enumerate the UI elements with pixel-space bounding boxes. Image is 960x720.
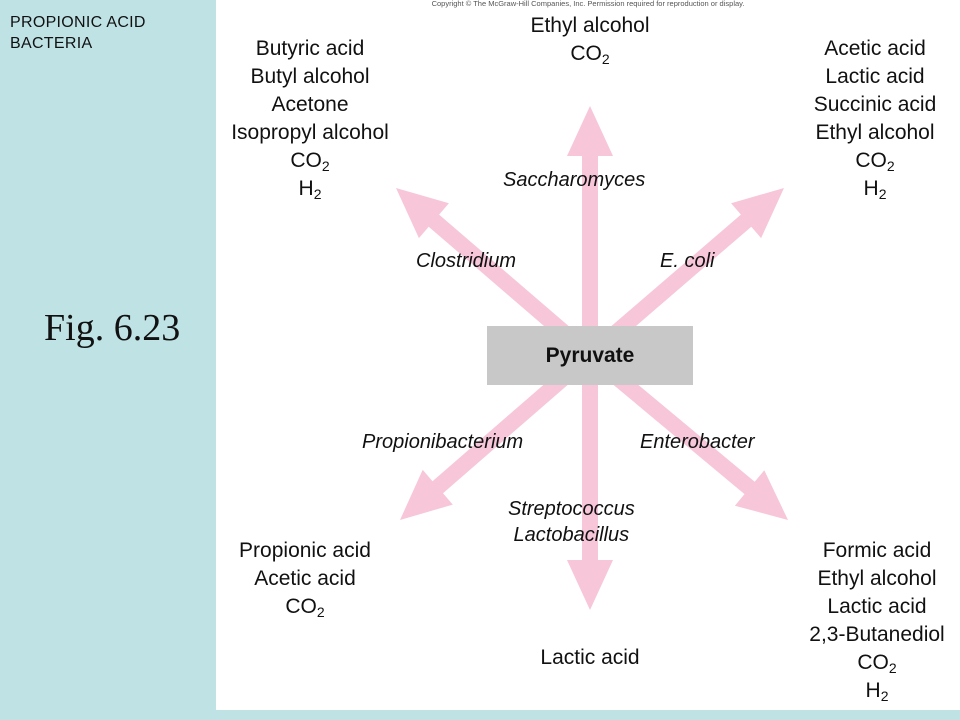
- product-item: Acetone: [271, 93, 349, 116]
- product-subscript: 2: [878, 186, 887, 202]
- product-subscript: 2: [886, 158, 895, 174]
- pathway-arrows: [396, 106, 788, 610]
- arrow-group: [396, 106, 788, 610]
- product-subscript: 2: [321, 158, 330, 174]
- product-item: Ethyl alcohol: [530, 14, 650, 37]
- organism-bottom-line1: Streptococcus: [508, 498, 635, 520]
- product-item: 2,3-Butanediol: [809, 623, 945, 646]
- product-item: Acetic acid: [254, 567, 356, 590]
- arrow-lower-left: [400, 349, 596, 520]
- arrow-lower-right: [584, 348, 788, 520]
- arrow-upper-right: [584, 188, 784, 362]
- product-subscript: 2: [880, 688, 889, 704]
- product-subscript: 2: [601, 51, 610, 67]
- product-item: Isopropyl alcohol: [231, 121, 389, 144]
- center-label: Pyruvate: [545, 343, 635, 367]
- product-item: Succinic acid: [813, 93, 937, 116]
- product-item: Lactic acid: [825, 65, 925, 88]
- product-item: CO2: [290, 149, 330, 174]
- diagram-panel: Copyright © The McGraw-Hill Companies, I…: [216, 0, 960, 710]
- products-bottom: Lactic acid: [512, 644, 668, 672]
- product-item: Formic acid: [822, 539, 932, 562]
- product-item: Propionic acid: [239, 539, 371, 562]
- arrow-up: [567, 106, 613, 355]
- pyruvate-box: Pyruvate: [487, 326, 693, 385]
- organism-lower-left: Propionibacterium: [362, 431, 524, 453]
- copyright-notice: Copyright © The McGraw-Hill Companies, I…: [431, 0, 745, 8]
- product-item: Butyric acid: [255, 37, 365, 60]
- corner-label-line2: BACTERIA: [10, 35, 93, 52]
- organism-bottom: Streptococcus Lactobacillus: [508, 496, 635, 548]
- product-item: Butyl alcohol: [250, 65, 370, 88]
- product-item: Lactic acid: [540, 646, 640, 669]
- arrow-upper-left: [396, 188, 596, 362]
- figure-label: Fig. 6.23: [44, 307, 181, 349]
- organism-bottom-line2: Lactobacillus: [513, 524, 630, 546]
- organism-lower-right: Enterobacter: [640, 431, 755, 453]
- product-item: H2: [863, 177, 887, 202]
- arrow-down: [567, 355, 613, 610]
- corner-label: PROPIONIC ACID BACTERIA: [10, 12, 146, 54]
- organism-top: Saccharomyces: [503, 169, 646, 191]
- product-item: Ethyl alcohol: [817, 567, 937, 590]
- product-subscript: 2: [888, 660, 897, 676]
- product-item: CO2: [855, 149, 895, 174]
- product-subscript: 2: [316, 604, 325, 620]
- product-item: CO2: [285, 595, 325, 620]
- product-item: Lactic acid: [827, 595, 927, 618]
- product-item: CO2: [570, 42, 610, 67]
- organism-upper-right: E. coli: [660, 250, 715, 272]
- product-item: Acetic acid: [824, 37, 926, 60]
- product-item: Ethyl alcohol: [815, 121, 935, 144]
- product-item: H2: [298, 177, 322, 202]
- product-subscript: 2: [313, 186, 322, 202]
- product-item: H2: [865, 679, 889, 704]
- sidebar: PROPIONIC ACID BACTERIA Fig. 6.23: [0, 0, 216, 720]
- organism-upper-left: Clostridium: [416, 250, 517, 272]
- product-item: CO2: [857, 651, 897, 676]
- corner-label-line1: PROPIONIC ACID: [10, 14, 146, 31]
